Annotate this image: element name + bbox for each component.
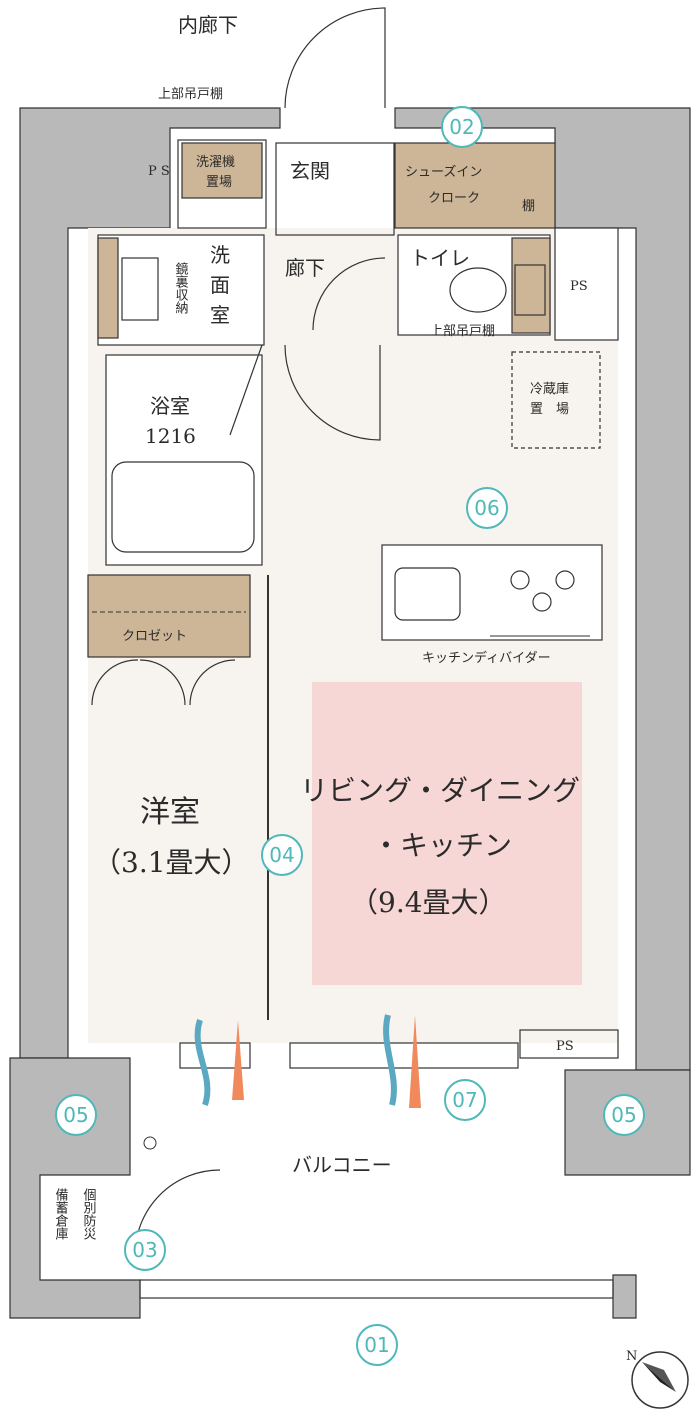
badge-06: 06 xyxy=(466,487,508,529)
fridge-space xyxy=(511,351,601,449)
svg-text:07: 07 xyxy=(452,1088,477,1112)
label-upper-cabinet-2: 上部吊戸棚 xyxy=(430,324,495,339)
mirror-storage xyxy=(97,237,119,339)
bath-area xyxy=(105,354,263,566)
airflow-orange-1 xyxy=(232,1020,244,1100)
label-washroom-1: 洗 xyxy=(210,243,230,267)
airflow-blue-1 xyxy=(194,1019,211,1106)
svg-text:05: 05 xyxy=(63,1103,88,1127)
compass-north-label: N xyxy=(626,1349,637,1364)
entrance-area xyxy=(275,142,395,236)
svg-text:05: 05 xyxy=(611,1103,636,1127)
svg-text:06: 06 xyxy=(474,496,499,520)
label-inner-corridor: 内廊下 xyxy=(178,13,238,37)
toilet-cabinet xyxy=(511,237,551,334)
badge-02: 02 xyxy=(441,106,483,148)
badge-01: 01 xyxy=(356,1324,398,1366)
label-ldk-3: （9.4畳大） xyxy=(350,886,507,919)
compass-icon: N xyxy=(626,1349,689,1409)
label-closet: クロゼット xyxy=(122,629,187,644)
toilet-bowl xyxy=(449,267,507,313)
label-entrance: 玄関 xyxy=(290,159,330,183)
label-western-1: 洋室 xyxy=(140,795,200,830)
badge-03: 03 xyxy=(124,1229,166,1271)
burner-2 xyxy=(555,570,575,590)
label-balcony: バルコニー xyxy=(292,1153,392,1177)
wall-left-bottom xyxy=(9,1057,141,1319)
badge-07: 07 xyxy=(444,1079,486,1121)
label-bath-1: 浴室 xyxy=(150,394,190,418)
label-western-2: （3.1畳大） xyxy=(93,846,250,879)
label-shoes-1: シューズイン xyxy=(405,164,482,180)
label-storage-left: 備蓄倉庫 xyxy=(53,1187,69,1240)
label-washroom-3: 室 xyxy=(210,303,230,327)
balcony-rail xyxy=(139,1279,614,1299)
badge-04: 04 xyxy=(261,834,303,876)
ps-right-box xyxy=(554,227,619,341)
label-shelf: 棚 xyxy=(522,199,535,214)
kitchen-sink xyxy=(394,567,461,621)
washer-space xyxy=(181,142,263,199)
closet-box xyxy=(87,574,251,658)
bath-door[interactable] xyxy=(229,344,263,436)
label-washer-1: 洗濯機 xyxy=(196,155,235,170)
window-ldk[interactable] xyxy=(289,1042,519,1069)
label-ps-right: PS xyxy=(570,279,588,294)
label-kitchen-divider: キッチンディバイダー xyxy=(422,650,551,666)
washer-tray xyxy=(177,139,267,229)
ldk-highlight xyxy=(312,682,582,985)
badge-05-left: 05 xyxy=(55,1094,97,1136)
window-western[interactable] xyxy=(179,1042,251,1069)
toilet-tank xyxy=(514,264,546,316)
airflow-blue-2 xyxy=(383,1014,397,1106)
label-upper-cabinet-1: 上部吊戸棚 xyxy=(158,87,223,102)
label-fridge-2: 置 場 xyxy=(530,402,569,417)
label-washroom-2: 面 xyxy=(210,273,230,297)
svg-text:04: 04 xyxy=(269,843,294,867)
label-storage-right: 個別防災 xyxy=(81,1188,97,1240)
entrance-door[interactable] xyxy=(284,7,386,109)
wall-right-post xyxy=(612,1274,637,1319)
burner-1 xyxy=(510,570,530,590)
burner-3 xyxy=(532,592,552,612)
label-ldk-1: リビング・ダイニング xyxy=(300,774,580,807)
svg-text:03: 03 xyxy=(132,1238,157,1262)
label-mirror-storage: 鏡裏収納 xyxy=(173,262,189,315)
label-shoes-2: クローク xyxy=(428,191,480,206)
balcony-drain xyxy=(143,1136,157,1150)
airflow-orange-2 xyxy=(409,1015,421,1108)
label-hallway: 廊下 xyxy=(285,256,325,280)
label-fridge-1: 冷蔵庫 xyxy=(530,382,569,397)
svg-text:02: 02 xyxy=(449,115,474,139)
sink xyxy=(121,257,159,321)
ldk-door[interactable] xyxy=(284,344,381,441)
bathtub xyxy=(111,461,255,553)
badge-05-right: 05 xyxy=(603,1094,645,1136)
label-toilet: トイレ xyxy=(410,246,470,270)
shoe-closet xyxy=(394,142,556,229)
label-ps-left: P S xyxy=(148,164,170,179)
closet-doors[interactable] xyxy=(91,659,236,706)
ps-lower-box xyxy=(519,1029,619,1059)
label-ps-lower: PS xyxy=(556,1039,574,1054)
kitchen-counter xyxy=(381,544,603,641)
hallway-door[interactable] xyxy=(312,257,386,331)
label-bath-2: 1216 xyxy=(145,424,196,448)
label-washer-2: 置場 xyxy=(206,175,232,190)
svg-text:01: 01 xyxy=(364,1333,389,1357)
label-ldk-2: ・キッチン xyxy=(372,829,512,862)
